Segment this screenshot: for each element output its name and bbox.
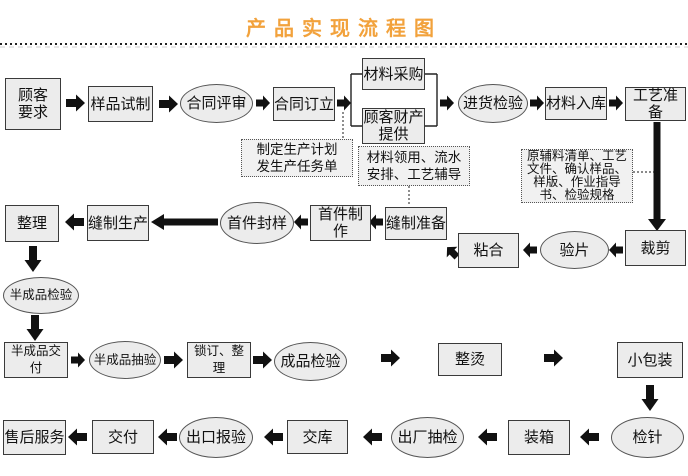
flow-node-semi-finished-inspection: 半成品检验 (3, 277, 79, 314)
flow-node-packing: 装箱 (508, 420, 570, 455)
flow-arrow (609, 242, 623, 258)
flow-node-warehouse-delivery: 交库 (287, 420, 348, 454)
flow-arrow (159, 95, 178, 113)
flow-arrow (580, 428, 599, 446)
flow-node-small-packaging: 小包装 (617, 342, 683, 378)
flow-node-lockstitch-finishing: 锁订、整理 (187, 342, 251, 378)
note-process-docs: 原辅料清单、工艺 文件、确认样品、 样版、作业指导 书、检验规格 (521, 149, 633, 203)
flow-node-sewing-production: 缝制生产 (87, 205, 149, 241)
flow-node-after-sales-service: 售后服务 (3, 420, 66, 455)
flow-arrow-down-long (648, 122, 666, 231)
flow-arrow (65, 213, 84, 231)
flow-arrow (253, 351, 272, 369)
flow-node-pressing: 整烫 (438, 343, 502, 376)
flow-arrow (164, 351, 183, 369)
flow-node-process-preparation: 工艺准备 (625, 87, 686, 121)
flow-node-semi-finished-delivery: 半成品交付 (4, 342, 68, 378)
split-bracket (350, 73, 438, 127)
flow-arrow (264, 428, 283, 446)
flow-node-contract-review: 合同评审 (180, 84, 253, 123)
flow-node-bonding: 粘合 (458, 233, 519, 268)
flow-node-piece-inspection: 验片 (540, 231, 609, 269)
flow-arrow-left-long (151, 214, 218, 230)
flow-arrow (363, 428, 382, 446)
flow-arrow (158, 428, 177, 446)
flow-arrow (294, 214, 308, 230)
flow-node-customer-requirements: 顾客 要求 (5, 78, 61, 130)
flow-node-semi-finished-sampling: 半成品抽验 (89, 341, 161, 379)
flow-arrow (68, 428, 87, 446)
flow-node-sample-trial: 样品试制 (88, 86, 153, 122)
flow-arrow (523, 242, 537, 258)
flow-arrow (337, 95, 351, 111)
flow-node-customer-property: 顾客财产 提供 (362, 108, 425, 144)
flow-arrow (641, 385, 659, 411)
note-material-issue: 材料领用、流水 安排、工艺辅导 (358, 146, 470, 186)
flow-arrow (256, 95, 270, 111)
flow-arrow (24, 246, 42, 272)
flow-arrow (26, 315, 44, 341)
flow-node-finishing: 整理 (5, 205, 59, 242)
page-title: 产品实现流程图 (246, 18, 442, 40)
flow-node-incoming-inspection: 进货检验 (458, 84, 528, 123)
note-production-plan: 制定生产计划 发生产任务单 (241, 139, 353, 177)
flow-arrow (478, 428, 497, 446)
flow-node-needle-detection: 检针 (611, 417, 684, 458)
flow-node-material-warehousing: 材料入库 (545, 87, 607, 120)
flow-node-material-procurement: 材料采购 (362, 58, 425, 90)
flow-arrow (71, 352, 85, 368)
flow-node-sewing-preparation: 缝制准备 (385, 207, 447, 240)
flow-arrow (369, 214, 383, 230)
flow-node-contract-signing: 合同订立 (273, 87, 335, 121)
flow-arrow (440, 95, 454, 111)
flow-node-cutting: 裁剪 (625, 230, 686, 266)
flow-arrow (66, 94, 85, 112)
flow-arrow (544, 349, 563, 367)
flow-node-export-inspection: 出口报验 (179, 417, 253, 458)
flow-arrow (381, 349, 400, 367)
flow-node-first-piece-sealing: 首件封样 (220, 202, 294, 244)
flow-arrow (609, 95, 623, 111)
flow-node-finished-inspection: 成品检验 (274, 342, 347, 381)
flow-node-first-piece-making: 首件制作 (310, 205, 371, 241)
flow-node-delivery: 交付 (92, 420, 154, 454)
flow-arrow (530, 95, 544, 111)
flow-node-factory-sampling: 出厂抽检 (391, 417, 464, 458)
